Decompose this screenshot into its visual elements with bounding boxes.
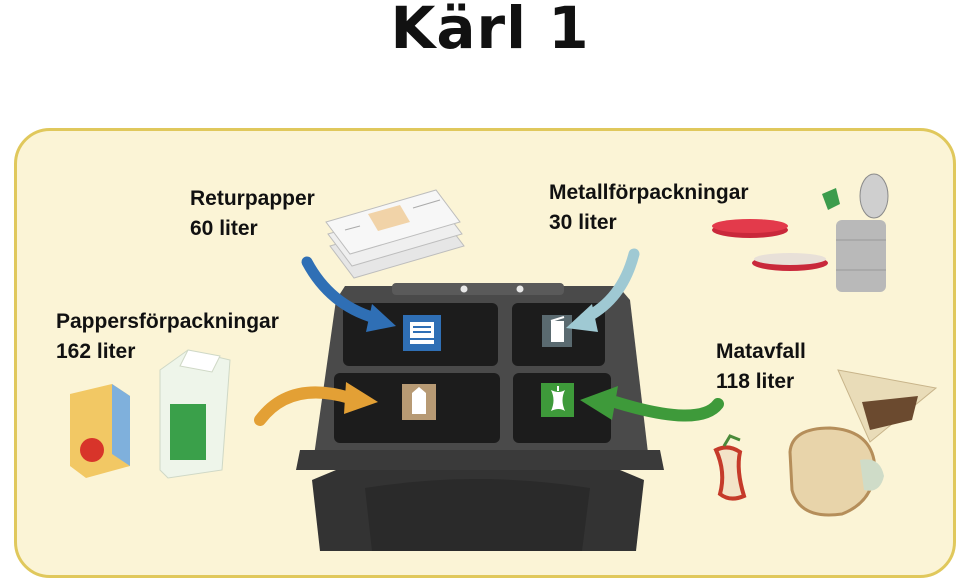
- newspaper-icon: [403, 315, 441, 351]
- label-volume: 162 liter: [56, 340, 136, 363]
- arrow-matavfall: [580, 386, 724, 422]
- label-name: Metallförpackningar: [549, 181, 749, 204]
- label-volume: 30 liter: [549, 211, 617, 234]
- paper-packaging: [70, 349, 231, 479]
- food-waste: [713, 369, 938, 517]
- label-returpapper: Returpapper 60 liter: [190, 184, 315, 244]
- label-matavfall: Matavfall 118 liter: [716, 337, 806, 397]
- label-volume: 60 liter: [190, 217, 258, 240]
- carton-icon: [402, 384, 436, 420]
- apple-core-icon: [541, 383, 574, 417]
- label-pappersforpackningar: Pappersförpackningar 162 liter: [56, 307, 279, 367]
- label-metallforpackningar: Metallförpackningar 30 liter: [549, 178, 749, 238]
- arrow-metall: [566, 248, 640, 332]
- page-title: Kärl 1: [390, 0, 590, 62]
- label-volume: 118 liter: [716, 370, 795, 393]
- label-name: Returpapper: [190, 187, 315, 210]
- label-name: Matavfall: [716, 340, 806, 363]
- newspaper-stack: [325, 189, 465, 279]
- arrow-returpapper: [301, 256, 396, 332]
- bin-illustration: [70, 173, 938, 551]
- metal-packaging: [712, 173, 889, 292]
- label-name: Pappersförpackningar: [56, 310, 279, 333]
- can-icon: [542, 315, 572, 347]
- arrow-pappersforpackningar: [254, 382, 378, 426]
